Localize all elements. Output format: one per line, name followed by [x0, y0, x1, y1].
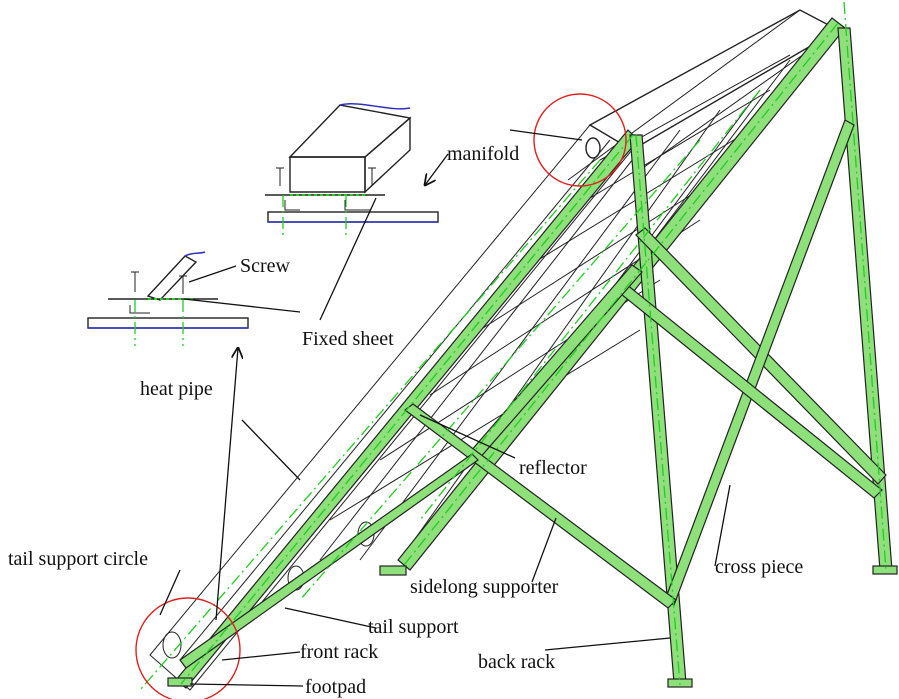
label-fixed-sheet: Fixed sheet	[302, 328, 394, 350]
footpad-back	[667, 678, 693, 688]
manifold-detail-inset	[265, 103, 439, 238]
tail-detail-inset	[87, 251, 249, 346]
tail-support-rail	[179, 453, 479, 669]
footpad-front	[167, 677, 193, 687]
labels: manifold Screw Fixed sheet heat pipe ref…	[8, 143, 803, 698]
label-sidelong-supporter: sidelong supporter	[410, 576, 559, 598]
label-tail-support: tail support	[368, 616, 459, 638]
label-screw: Screw	[240, 255, 291, 277]
label-back-rack: back rack	[478, 651, 555, 673]
label-reflector: reflector	[519, 457, 587, 479]
label-cross-piece: cross piece	[715, 556, 803, 578]
label-tail-support-circle: tail support circle	[8, 548, 148, 570]
label-front-rack: front rack	[300, 641, 378, 663]
label-manifold: manifold	[447, 143, 519, 165]
label-footpad: footpad	[305, 676, 366, 698]
footpad-right	[872, 565, 898, 575]
manifold-port	[585, 137, 601, 159]
manifold-highlight-circle	[533, 93, 627, 187]
label-heat-pipe: heat pipe	[140, 378, 213, 400]
leader-lines	[159, 129, 731, 687]
tail-support-highlight-circle	[135, 597, 241, 699]
footpad-side	[379, 565, 407, 576]
centerlines	[139, 1, 887, 691]
